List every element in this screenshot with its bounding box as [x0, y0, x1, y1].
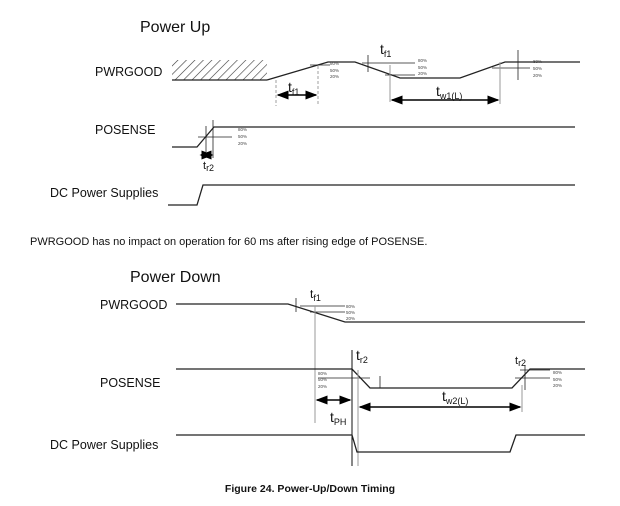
svg-text:50%: 50%: [346, 310, 355, 315]
svg-text:20%: 20%: [330, 74, 339, 79]
svg-text:50%: 50%: [553, 377, 562, 382]
svg-text:80%: 80%: [418, 58, 427, 63]
svg-text:50%: 50%: [533, 66, 542, 71]
posense-waveform: [172, 126, 575, 148]
pwrgood-levels-2: 80% 50%20%: [418, 58, 427, 76]
tph-label: tPH: [330, 409, 346, 427]
posense-levels-down-2: 80% 50%20%: [553, 370, 562, 388]
svg-text:80%: 80%: [533, 59, 542, 64]
undefined-state-hatch: [172, 60, 267, 80]
dc-power-waveform: [168, 184, 575, 206]
posense-label-down: POSENSE: [100, 376, 160, 390]
svg-text:20%: 20%: [318, 384, 327, 389]
svg-text:80%: 80%: [330, 61, 339, 66]
svg-text:50%: 50%: [318, 377, 327, 382]
pwrgood-levels-1: 80% 50%20%: [330, 61, 339, 79]
svg-text:50%: 50%: [238, 134, 247, 139]
tr2-label-down-2: tr2: [515, 355, 526, 368]
pwrgood-label: PWRGOOD: [95, 65, 162, 79]
note-text: PWRGOOD has no impact on operation for 6…: [30, 236, 427, 248]
tf1-label: tf1: [288, 79, 299, 97]
dc-power-waveform-down: [176, 434, 585, 453]
tf1-label-down: tf1: [310, 287, 321, 303]
svg-text:50%: 50%: [418, 65, 427, 70]
svg-text:50%: 50%: [330, 68, 339, 73]
svg-text:20%: 20%: [553, 383, 562, 388]
pwrgood-levels-down: 80%50%20%: [346, 304, 355, 321]
tf1-label-2: tf1: [380, 41, 391, 59]
svg-text:20%: 20%: [238, 141, 247, 146]
dc-power-label-down: DC Power Supplies: [50, 438, 158, 452]
posense-levels: 80% 50% 20%: [238, 127, 247, 146]
svg-text:20%: 20%: [418, 71, 427, 76]
tr2-label: tr2: [203, 160, 214, 173]
svg-text:20%: 20%: [346, 316, 355, 321]
pwrgood-waveform: [266, 61, 580, 81]
power-down-title: Power Down: [130, 269, 221, 286]
svg-text:80%: 80%: [238, 127, 247, 132]
tw1-label: tw1(L): [436, 83, 462, 101]
dc-power-label: DC Power Supplies: [50, 186, 158, 200]
posense-waveform-down: [176, 368, 585, 389]
svg-text:80%: 80%: [346, 304, 355, 309]
svg-text:20%: 20%: [533, 73, 542, 78]
posense-label: POSENSE: [95, 123, 155, 137]
power-up-title: Power Up: [140, 19, 210, 36]
tw2-label: tw2(L): [442, 388, 468, 406]
tr2-label-down: tr2: [356, 347, 368, 365]
svg-text:80%: 80%: [318, 371, 327, 376]
figure-caption: Figure 24. Power-Up/Down Timing: [225, 483, 395, 495]
posense-levels-down-1: 80%50% 20%: [318, 371, 327, 389]
pwrgood-waveform-down: [176, 303, 585, 323]
svg-text:80%: 80%: [553, 370, 562, 375]
pwrgood-label-down: PWRGOOD: [100, 298, 167, 312]
pwrgood-levels-3: 80% 50% 20%: [533, 59, 542, 78]
